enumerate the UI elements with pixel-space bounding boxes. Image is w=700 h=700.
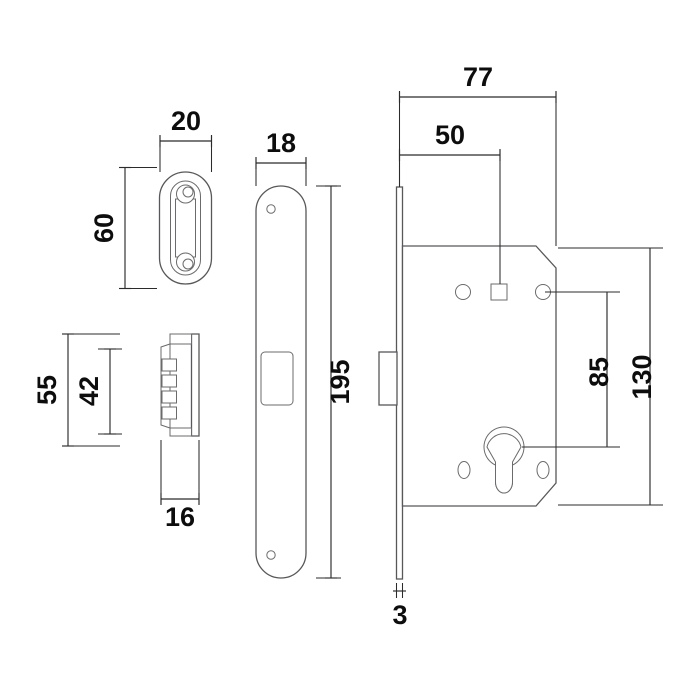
- dim-label-18: 18: [266, 128, 296, 158]
- dim-label-55: 55: [32, 375, 62, 405]
- dim-label-50: 50: [435, 120, 465, 150]
- escutcheon-slot: [175, 198, 196, 258]
- keep-lower-flange: [169, 427, 192, 437]
- dim-label-42: 42: [74, 376, 104, 406]
- keep-ridge-4: [161, 406, 177, 420]
- lockbody-euro-cylinder-cutout-icon: [486, 433, 522, 494]
- view-escutcheon-front: 20 60: [89, 106, 213, 290]
- view-faceplate-front: 18 195: [255, 128, 355, 579]
- keep-ridge-2: [161, 374, 177, 388]
- lockbody-round-spindle-hole-icon: [455, 284, 471, 300]
- keep-ridge-1: [161, 358, 177, 372]
- lockbody-latch-bolt: [378, 351, 398, 406]
- dim-label-16: 16: [165, 502, 195, 532]
- dim-label-130: 130: [627, 354, 657, 399]
- keep-upper-flange: [169, 333, 192, 345]
- keep-ridge-3: [161, 390, 177, 404]
- view-lockbody-side: 77 50 85 130 3: [378, 62, 663, 630]
- dim-label-77: 77: [463, 62, 493, 92]
- faceplate-latch-aperture: [260, 351, 294, 406]
- dim-label-3: 3: [392, 600, 407, 630]
- escutcheon-top-screw-icon: [182, 186, 194, 198]
- lockbody-case: [401, 245, 557, 507]
- faceplate-screw-hole-top-icon: [266, 204, 276, 214]
- view-keep-side: 55 42 16: [32, 333, 200, 532]
- escutcheon-bottom-screw-icon: [182, 258, 194, 270]
- keep-backplate: [190, 333, 200, 437]
- faceplate-screw-hole-bottom-icon: [266, 550, 276, 560]
- lockbody-fixing-hole-lower-left-icon: [457, 461, 471, 479]
- dim-label-60: 60: [89, 213, 119, 243]
- dim-label-195: 195: [325, 359, 355, 404]
- dim-label-20: 20: [171, 106, 201, 136]
- lockbody-fixing-hole-lower-right-icon: [536, 461, 550, 479]
- lockbody-square-spindle-hole-icon: [490, 283, 508, 301]
- dim-label-85: 85: [584, 357, 614, 387]
